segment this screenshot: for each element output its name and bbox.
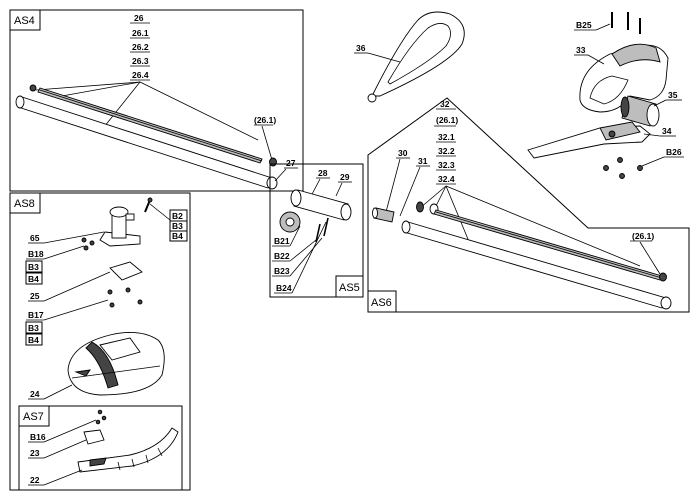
- as4-label-26-3: 26.3: [132, 56, 149, 66]
- as6-shaft-tube: [401, 220, 672, 310]
- as7-screws: [95, 409, 107, 425]
- as8-label-b4-low: B4: [28, 335, 39, 345]
- label-36: 36: [356, 43, 366, 53]
- as5-label-b23: B23: [274, 266, 290, 276]
- as4-shaft-tube: [15, 95, 278, 190]
- handle-assembly: [579, 43, 669, 113]
- as7-tag: AS7: [23, 411, 44, 423]
- as5-tag: AS5: [339, 282, 360, 294]
- as8-top-screws: [144, 197, 153, 213]
- as8-label-25: 25: [30, 291, 40, 301]
- as4-label-26-2: 26.2: [132, 42, 149, 52]
- grip-35: [620, 95, 660, 127]
- shoulder-strap: [367, 11, 465, 103]
- label-b26: B26: [666, 147, 682, 157]
- as6-label-32-4: 32.4: [438, 174, 455, 184]
- as8-label-b3-low: B3: [28, 323, 39, 333]
- as6-bushing-icon: [659, 272, 667, 282]
- as7-label-23: 23: [30, 448, 40, 458]
- group-loose-parts: 36 B25 33 35: [354, 11, 684, 179]
- as8-mid-screws: [81, 237, 95, 251]
- as7-tag-box: [18, 405, 50, 427]
- as5-screws: [315, 217, 329, 243]
- as8-label-b3-mid: B3: [28, 262, 39, 272]
- as6-label-32-1: 32.1: [438, 132, 455, 142]
- as6-label-30: 30: [398, 148, 408, 158]
- as8-low-screws: [107, 287, 143, 308]
- as8-label-24: 24: [30, 389, 40, 399]
- as6-tag-box: [367, 290, 397, 313]
- label-34: 34: [662, 126, 672, 136]
- as8-plate: [109, 261, 143, 281]
- as7-label-22: 22: [30, 475, 40, 485]
- as5-handle-tube: [290, 189, 352, 221]
- as8-guard: [67, 331, 165, 396]
- group-as5: AS5 28 29 B21 B22 B23 B24: [269, 163, 364, 298]
- as4-tag-box: [9, 9, 41, 31]
- as5-label-b24: B24: [276, 283, 292, 293]
- as7-frame: [18, 405, 183, 491]
- as7-blade: [83, 429, 105, 445]
- as6-header-label: 32: [440, 99, 450, 109]
- label-33: 33: [576, 45, 586, 55]
- as4-label-26-1-end: (26.1): [254, 115, 276, 125]
- as8-label-b3-top: B3: [172, 221, 183, 231]
- as8-tag: AS8: [14, 198, 35, 210]
- as5-label-b21: B21: [274, 236, 290, 246]
- as8-label-b2: B2: [172, 211, 183, 221]
- as8-tag-box: [9, 192, 41, 214]
- as8-label-65: 65: [30, 233, 40, 243]
- as4-frame: [9, 9, 304, 192]
- as7-guard-extension: [77, 427, 179, 473]
- as6-drive-shaft: [433, 209, 663, 281]
- as4-label-27: 27: [286, 158, 296, 168]
- as8-clamp: [99, 206, 141, 247]
- group-as6: AS6 32 (26.1) 32.1 32.2 32.3 32.4 30 31: [367, 97, 690, 313]
- group-as8: AS8 B2 B3 B4 65 B18 B3: [9, 192, 191, 491]
- as4-label-26-1: 26.1: [132, 28, 149, 38]
- label-35: 35: [668, 90, 678, 100]
- group-as4: AS4 26 26.1 26.2 26.3 26.4 (26.1): [9, 9, 304, 192]
- as4-tag: AS4: [14, 15, 35, 27]
- as6-label-31: 31: [418, 156, 428, 166]
- as6-label-32-2: 32.2: [438, 146, 455, 156]
- as5-label-29: 29: [340, 172, 350, 182]
- as6-coupling: [372, 207, 395, 223]
- as5-frame: [269, 163, 364, 298]
- throttle-lever-34: [527, 121, 651, 159]
- as5-grip: [279, 211, 301, 233]
- as5-label-28: 28: [318, 168, 328, 178]
- as8-label-b17: B17: [28, 310, 44, 320]
- b26-nuts: [603, 157, 643, 179]
- as4-drive-shaft: [29, 84, 263, 164]
- as5-tag-box: [335, 275, 364, 298]
- as6-tag: AS6: [371, 297, 392, 309]
- as5-label-b22: B22: [274, 251, 290, 261]
- as8-label-b4-mid: B4: [28, 274, 39, 284]
- as4-header-label: 26: [134, 13, 144, 23]
- group-as7: AS7 B16 23 22: [18, 405, 183, 491]
- as6-label-26-1: (26.1): [436, 115, 458, 125]
- as6-label-32-3: 32.3: [438, 160, 455, 170]
- as4-bushing-icon: [269, 157, 277, 167]
- as4-label-26-4: 26.4: [132, 70, 149, 80]
- as6-label-26-1-end: (26.1): [632, 231, 654, 241]
- b25-screws: [611, 12, 641, 34]
- as8-label-b18: B18: [28, 249, 44, 259]
- as7-label-b16: B16: [30, 432, 46, 442]
- as8-label-b4-top: B4: [172, 231, 183, 241]
- label-b25: B25: [576, 20, 592, 30]
